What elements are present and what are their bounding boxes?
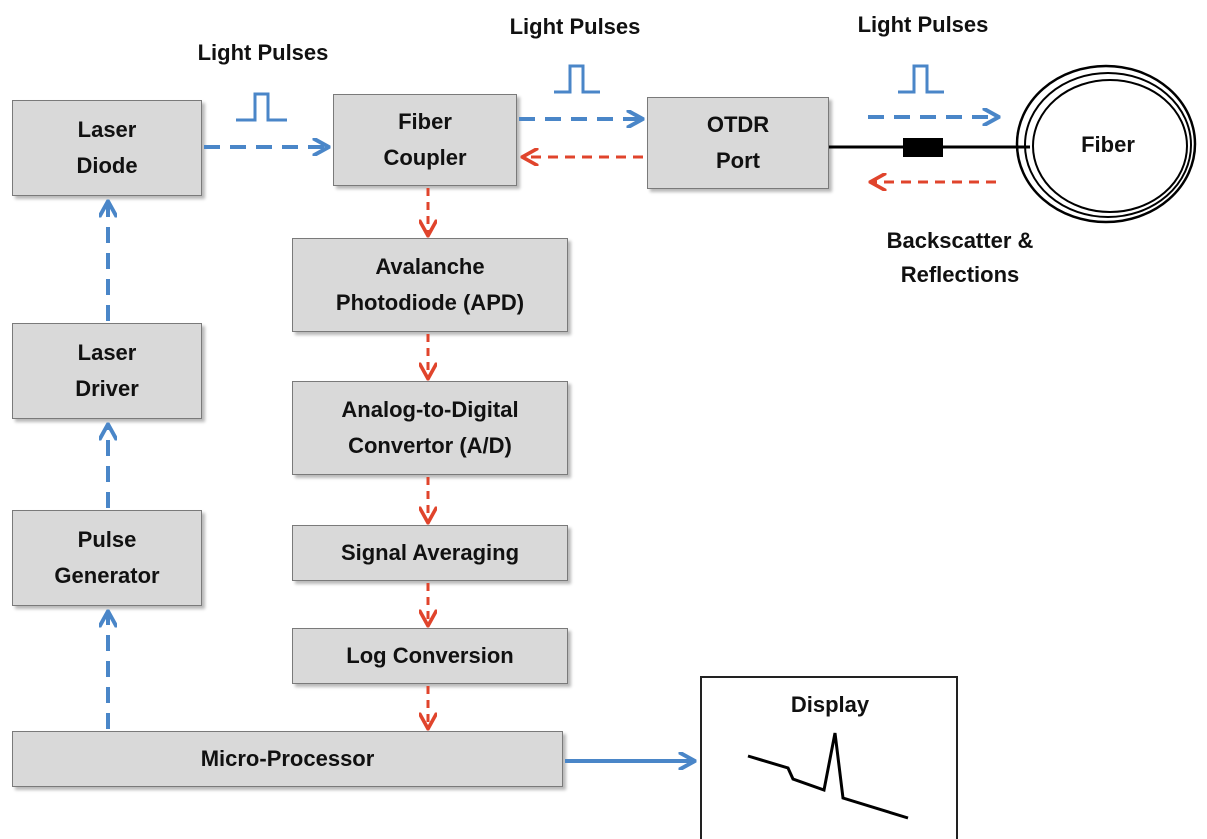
- micro-processor-block: Micro-Processor: [12, 731, 563, 787]
- adc-block: Analog-to-Digital Convertor (A/D): [292, 381, 568, 475]
- fiber-coil-icon: [1015, 64, 1197, 224]
- pulse-generator-block: Pulse Generator: [12, 510, 202, 606]
- micro-processor-label: Micro-Processor: [200, 746, 375, 771]
- pulse-symbol-1: [236, 92, 287, 122]
- display-label: Display: [790, 692, 870, 717]
- otdr-port-block: OTDR Port: [647, 97, 829, 189]
- apd-label: Avalanche Photodiode (APD): [335, 254, 525, 315]
- signal-averaging-label: Signal Averaging: [340, 540, 520, 565]
- pulse-generator-label: Pulse Generator: [54, 527, 160, 588]
- fiber-label: Fiber: [1081, 132, 1135, 157]
- light-pulses-label-2: Light Pulses: [509, 14, 641, 39]
- log-conversion-label: Log Conversion: [346, 643, 514, 668]
- fiber-coupler-block: Fiber Coupler: [333, 94, 517, 186]
- otdr-port-label: OTDR Port: [706, 112, 770, 173]
- pulse-symbol-3: [898, 64, 944, 94]
- apd-block: Avalanche Photodiode (APD): [292, 238, 568, 332]
- laser-diode-label: Laser Diode: [76, 117, 138, 178]
- display-panel: [700, 676, 958, 839]
- pulse-symbol-2: [554, 64, 600, 94]
- signal-averaging-block: Signal Averaging: [292, 525, 568, 581]
- adc-label: Analog-to-Digital Convertor (A/D): [341, 397, 519, 458]
- laser-driver-block: Laser Driver: [12, 323, 202, 419]
- connector-icon: [903, 138, 943, 157]
- laser-diode-block: Laser Diode: [12, 100, 202, 196]
- backscatter-label: Backscatter & Reflections: [886, 228, 1034, 287]
- light-pulses-label-3: Light Pulses: [857, 12, 989, 37]
- otdr-trace-icon: [747, 732, 909, 820]
- fiber-coupler-label: Fiber Coupler: [383, 109, 467, 170]
- laser-driver-label: Laser Driver: [75, 340, 139, 401]
- log-conversion-block: Log Conversion: [292, 628, 568, 684]
- light-pulses-label-1: Light Pulses: [197, 40, 329, 65]
